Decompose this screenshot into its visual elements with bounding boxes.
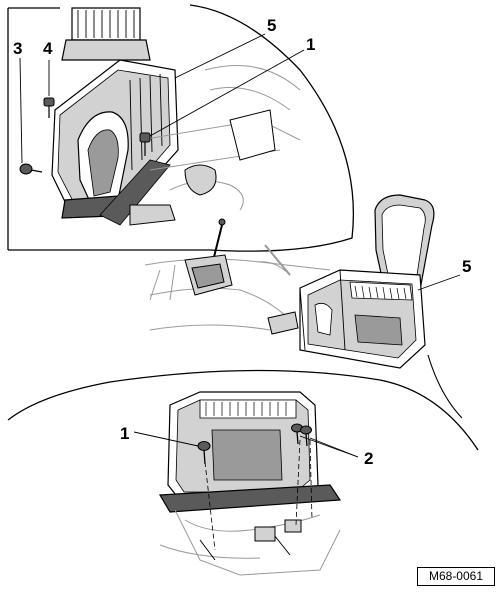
bottom-detail-pointer — [427, 354, 463, 419]
middle-view-center-console — [299, 194, 435, 369]
callout-top-5: 5 — [267, 16, 277, 35]
leader-bot-1 — [133, 431, 199, 447]
leader-top-3 — [19, 57, 23, 164]
leader-top-1 — [149, 49, 305, 137]
callout-bot-2: 2 — [364, 449, 374, 468]
leader-mid-5 — [417, 274, 461, 291]
bottom-view-screw-2b — [300, 425, 312, 447]
callout-top-4: 4 — [43, 39, 53, 58]
top-detail-circle — [8, 4, 355, 252]
top-view-shift-mechanism — [129, 65, 301, 226]
figure-code-label: M68-0061 — [417, 567, 495, 586]
callout-top-1: 1 — [306, 35, 316, 54]
leader-top-5 — [174, 33, 266, 79]
bottom-view-screw-2a — [291, 423, 303, 445]
callout-mid-5: 5 — [462, 257, 472, 276]
top-view-screw-1 — [139, 132, 151, 156]
top-view-screw-3 — [19, 163, 43, 175]
callout-top-3: 3 — [13, 39, 23, 58]
bottom-detail-circle — [7, 369, 479, 451]
callout-bot-1: 1 — [120, 424, 130, 443]
top-view-console-bracket — [51, 7, 179, 226]
bottom-view-console-rear — [158, 391, 342, 513]
bottom-view-alignment-lines — [204, 439, 313, 551]
top-view-screw-4 — [43, 97, 55, 118]
bottom-view-floor-tunnel — [159, 509, 341, 576]
middle-view-gear-lever — [184, 218, 299, 335]
leader-bot-2b — [309, 437, 359, 458]
